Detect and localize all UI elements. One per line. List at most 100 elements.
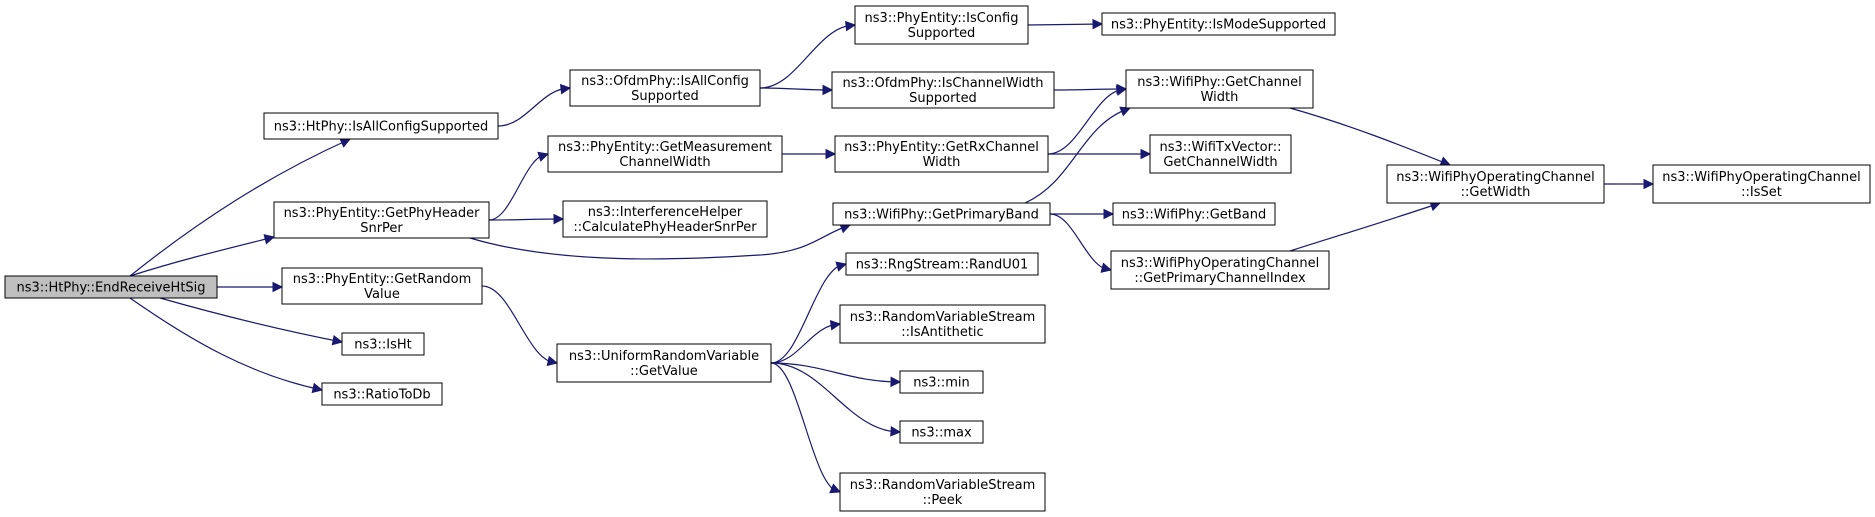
node-max-box [899,420,984,444]
node-opGetWidth-box [1386,164,1605,204]
node-getBand-box [1112,202,1276,226]
node-peek-label-1: ::Peek [923,493,963,508]
node-getMeasChan[interactable]: ns3::PhyEntity::GetMeasurementChannelWid… [547,135,783,173]
node-endReceive[interactable]: ns3::HtPhy::EndReceiveHtSig [4,275,218,299]
edge-wifiGetChanWidth-to-opGetWidth [1289,107,1451,166]
node-randU01[interactable]: ns3::RngStream::RandU01 [845,252,1039,276]
nodes-layer: ns3::HtPhy::EndReceiveHtSig ns3::HtPhy::I… [4,5,1871,512]
node-isModeSupported[interactable]: ns3::PhyEntity::IsModeSupported [1101,12,1336,36]
node-min[interactable]: ns3::min [899,370,984,394]
node-opGetWidth-label-0: ns3::WifiPhyOperatingChannel [1396,170,1595,185]
arrowhead-uniformGetValue-to-randU01 [835,261,848,272]
edge-getPrimaryBand-to-wifiGetChanWidth [1024,107,1131,204]
node-isModeSupported-label-0: ns3::PhyEntity::IsModeSupported [1111,18,1326,33]
node-ratioToDb-box [321,382,443,406]
arrowhead-getPrimaryBand-to-getPrimChanIdx [1100,262,1113,273]
node-getRxChanWidth-label-0: ns3::PhyEntity::GetRxChannel [844,140,1039,155]
edge-uniformGetValue-to-randU01 [770,263,847,364]
arrowhead-endReceive-to-htAllConfig [339,138,352,148]
node-getRxChanWidth-box [834,135,1049,173]
arrowhead-uniformGetValue-to-isAntithetic [829,320,842,331]
node-isAntithetic-box [839,304,1046,344]
arrowhead-getPrimaryBand-to-wifiGetChanWidth [1119,106,1132,117]
node-getPrimChanIdx-label-0: ns3::WifiPhyOperatingChannel [1121,256,1320,271]
node-getRandomValue-label-0: ns3::PhyEntity::GetRandom [293,272,472,287]
edge-endReceive-to-getPhyHeaderSnr [129,236,275,277]
arrowhead-getPrimaryBand-to-getBand [1103,208,1115,220]
arrowhead-uniformGetValue-to-max [890,426,902,437]
arrowhead-endReceive-to-isHt [331,334,344,346]
node-isAntithetic[interactable]: ns3::RandomVariableStream::IsAntithetic [839,304,1046,344]
node-isModeSupported-box [1101,12,1336,36]
edge-getPrimaryBand-to-getPrimChanIdx [1049,213,1112,271]
node-wifiGetChanWidth-label-1: Width [1201,90,1239,105]
node-getPrimaryBand[interactable]: ns3::WifiPhy::GetPrimaryBand [832,202,1051,226]
node-getPrimChanIdx-label-1: ::GetPrimaryChannelIndex [1134,271,1306,286]
node-getRxChanWidth-label-1: Width [923,155,961,170]
node-uniformGetValue-box [556,343,772,383]
node-opIsSet[interactable]: ns3::WifiPhyOperatingChannel::IsSet [1652,164,1871,204]
node-txVecGetChanWidth[interactable]: ns3::WifiTxVector::GetChannelWidth [1149,134,1292,174]
node-ofdmAllConfig[interactable]: ns3::OfdmPhy::IsAllConfigSupported [569,69,761,107]
edge-ofdmAllConfig-to-isChanWidthSupp [759,87,833,91]
node-isAntithetic-label-1: ::IsAntithetic [901,325,983,340]
node-opIsSet-label-1: ::IsSet [1741,185,1782,200]
node-opGetWidth-label-1: ::GetWidth [1461,185,1531,200]
arrowhead-endReceive-to-getRandomValue [272,281,284,293]
node-endReceive-label-0: ns3::HtPhy::EndReceiveHtSig [16,281,205,296]
node-wifiGetChanWidth-label-0: ns3::WifiPhy::GetChannel [1137,75,1302,90]
node-isConfigSupported-label-1: Supported [908,26,976,41]
node-isConfigSupported-label-0: ns3::PhyEntity::IsConfig [865,11,1019,26]
arrowhead-getRandomValue-to-uniformGetValue [546,355,559,367]
arrowhead-uniformGetValue-to-peek [829,483,842,494]
edge-getPhyHeaderSnr-to-calcPhyHdr [488,218,564,221]
node-peek[interactable]: ns3::RandomVariableStream::Peek [839,472,1046,512]
node-isHt[interactable]: ns3::IsHt [341,332,425,356]
edge-endReceive-to-htAllConfig [129,138,351,277]
node-getPrimChanIdx[interactable]: ns3::WifiPhyOperatingChannel::GetPrimary… [1110,250,1330,290]
edge-ofdmAllConfig-to-isConfigSupported [759,24,856,89]
edge-getPhyHeaderSnr-to-getMeasChan [488,153,549,221]
edge-endReceive-to-ratioToDb [129,297,323,391]
arrowhead-getRxChanWidth-to-txVecGetChanWidth [1140,148,1152,160]
node-getBand[interactable]: ns3::WifiPhy::GetBand [1112,202,1276,226]
node-isConfigSupported-box [854,5,1029,45]
edge-uniformGetValue-to-min [770,362,901,383]
node-isChanWidthSupp-label-0: ns3::OfdmPhy::IsChannelWidth [842,76,1043,91]
edge-uniformGetValue-to-peek [770,362,841,493]
node-wifiGetChanWidth-box [1125,69,1314,109]
node-isHt-label-0: ns3::IsHt [354,338,412,353]
node-peek-box [839,472,1046,512]
node-ofdmAllConfig-box [569,69,761,107]
node-wifiGetChanWidth[interactable]: ns3::WifiPhy::GetChannelWidth [1125,69,1314,109]
node-randU01-label-0: ns3::RngStream::RandU01 [856,258,1029,273]
edge-uniformGetValue-to-isAntithetic [770,323,841,364]
edge-uniformGetValue-to-max [770,362,901,433]
arrowhead-isConfigSupported-to-isModeSupported [1092,18,1104,30]
node-getRandomValue-label-1: Value [364,287,400,302]
node-ratioToDb[interactable]: ns3::RatioToDb [321,382,443,406]
arrowhead-getPhyHeaderSnr-to-getMeasChan [537,151,550,162]
node-getMeasChan-label-0: ns3::PhyEntity::GetMeasurement [558,140,772,155]
edge-getRxChanWidth-to-wifiGetChanWidth [1047,88,1127,155]
edges-layer [129,18,1655,494]
arrowhead-getMeasChan-to-getRxChanWidth [825,148,837,160]
node-uniformGetValue[interactable]: ns3::UniformRandomVariable::GetValue [556,343,772,383]
node-htAllConfig[interactable]: ns3::HtPhy::IsAllConfigSupported [263,112,499,140]
edge-htAllConfig-to-ofdmAllConfig [497,87,571,127]
node-opGetWidth[interactable]: ns3::WifiPhyOperatingChannel::GetWidth [1386,164,1605,204]
node-max-label-0: ns3::max [911,426,972,441]
node-max[interactable]: ns3::max [899,420,984,444]
node-calcPhyHdr[interactable]: ns3::InterferenceHelper::CalculatePhyHea… [562,200,768,238]
edge-isChanWidthSupp-to-wifiGetChanWidth [1053,88,1127,91]
node-calcPhyHdr-label-0: ns3::InterferenceHelper [588,205,743,220]
node-opIsSet-box [1652,164,1871,204]
arrowhead-getRxChanWidth-to-wifiGetChanWidth [1115,85,1128,96]
